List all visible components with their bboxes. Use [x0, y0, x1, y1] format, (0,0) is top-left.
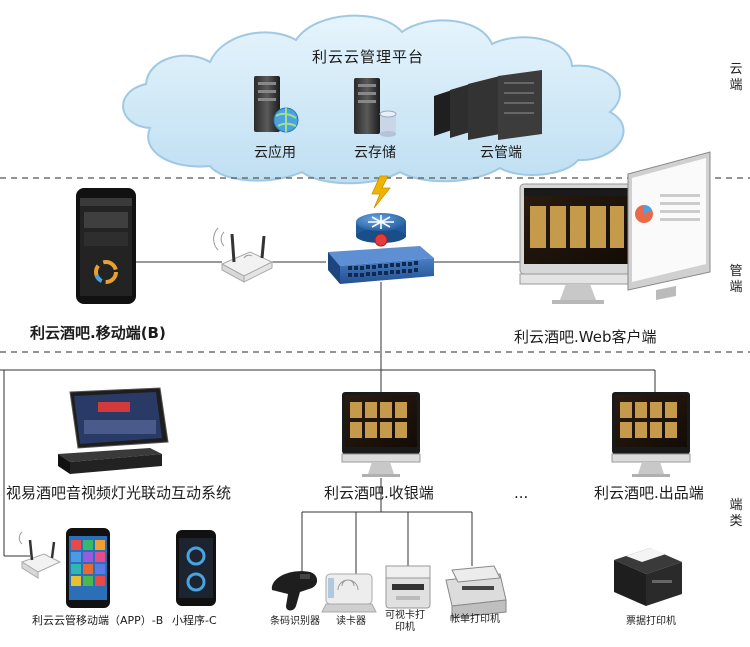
cashier-label: 利云酒吧.收银端: [324, 484, 434, 502]
more-devices-ellipsis: ...: [514, 484, 529, 502]
cashier-imac-icon: [341, 392, 421, 477]
cloud-app-label: 云应用: [254, 145, 296, 161]
cloud-management-racks-icon: [434, 70, 542, 140]
cloud-app-server-icon: [254, 76, 299, 133]
router-icon: [356, 213, 406, 247]
kitchen-imac-icon: [611, 392, 691, 477]
mobile-phone-b-icon: [76, 188, 136, 304]
app-b-label: 利云云管移动端（APP）-B: [32, 614, 164, 627]
receipt-printer-icon: [614, 548, 682, 606]
barcode-scanner-label: 条码识别器: [270, 616, 320, 627]
lightning-bolt-icon: [371, 175, 391, 209]
tier-label-pipe: 管 端: [729, 264, 743, 295]
tier-label-cloud: 云 端: [729, 62, 743, 93]
receipt-printer-label: 票据打印机: [626, 616, 676, 627]
bill-printer-icon: [445, 565, 507, 619]
bill-printer-label: 帐单打印机: [450, 614, 500, 625]
cloud-manage-label: 云管端: [480, 145, 522, 161]
terminal-wifi-icon: [18, 531, 62, 579]
pipe-connections: [0, 261, 656, 574]
tier-label-terminal: 端 类: [729, 498, 743, 529]
kitchen-label: 利云酒吧.出品端: [594, 484, 704, 502]
mobile-b-label: 利云酒吧.移动端(B): [30, 324, 166, 342]
cloud-storage-server-icon: [354, 78, 397, 137]
web-monitor-icon: [627, 151, 711, 300]
mini-program-phone-icon: [176, 530, 216, 606]
cloud-storage-label: 云存储: [354, 145, 396, 161]
cloud-platform-title: 利云云管理平台: [312, 48, 425, 66]
miniprogram-label: 小程序-C: [172, 614, 217, 627]
card-printer-label: 可视卡打印机: [385, 610, 425, 633]
web-client-label: 利云酒吧.Web客户端: [514, 328, 657, 346]
card-reader-label: 读卡器: [336, 616, 366, 627]
app-phone-icon: [66, 528, 110, 608]
av-system-device-icon: [58, 387, 169, 474]
imac-web-client-icon: [519, 183, 633, 304]
wifi-access-point-icon: [213, 227, 274, 283]
card-reader-icon: [321, 573, 377, 613]
card-printer-icon: [385, 565, 431, 609]
network-switch-icon: [328, 246, 434, 284]
av-system-label: 视易酒吧音视频灯光联动互动系统: [6, 484, 232, 502]
barcode-scanner-icon: [271, 571, 318, 611]
